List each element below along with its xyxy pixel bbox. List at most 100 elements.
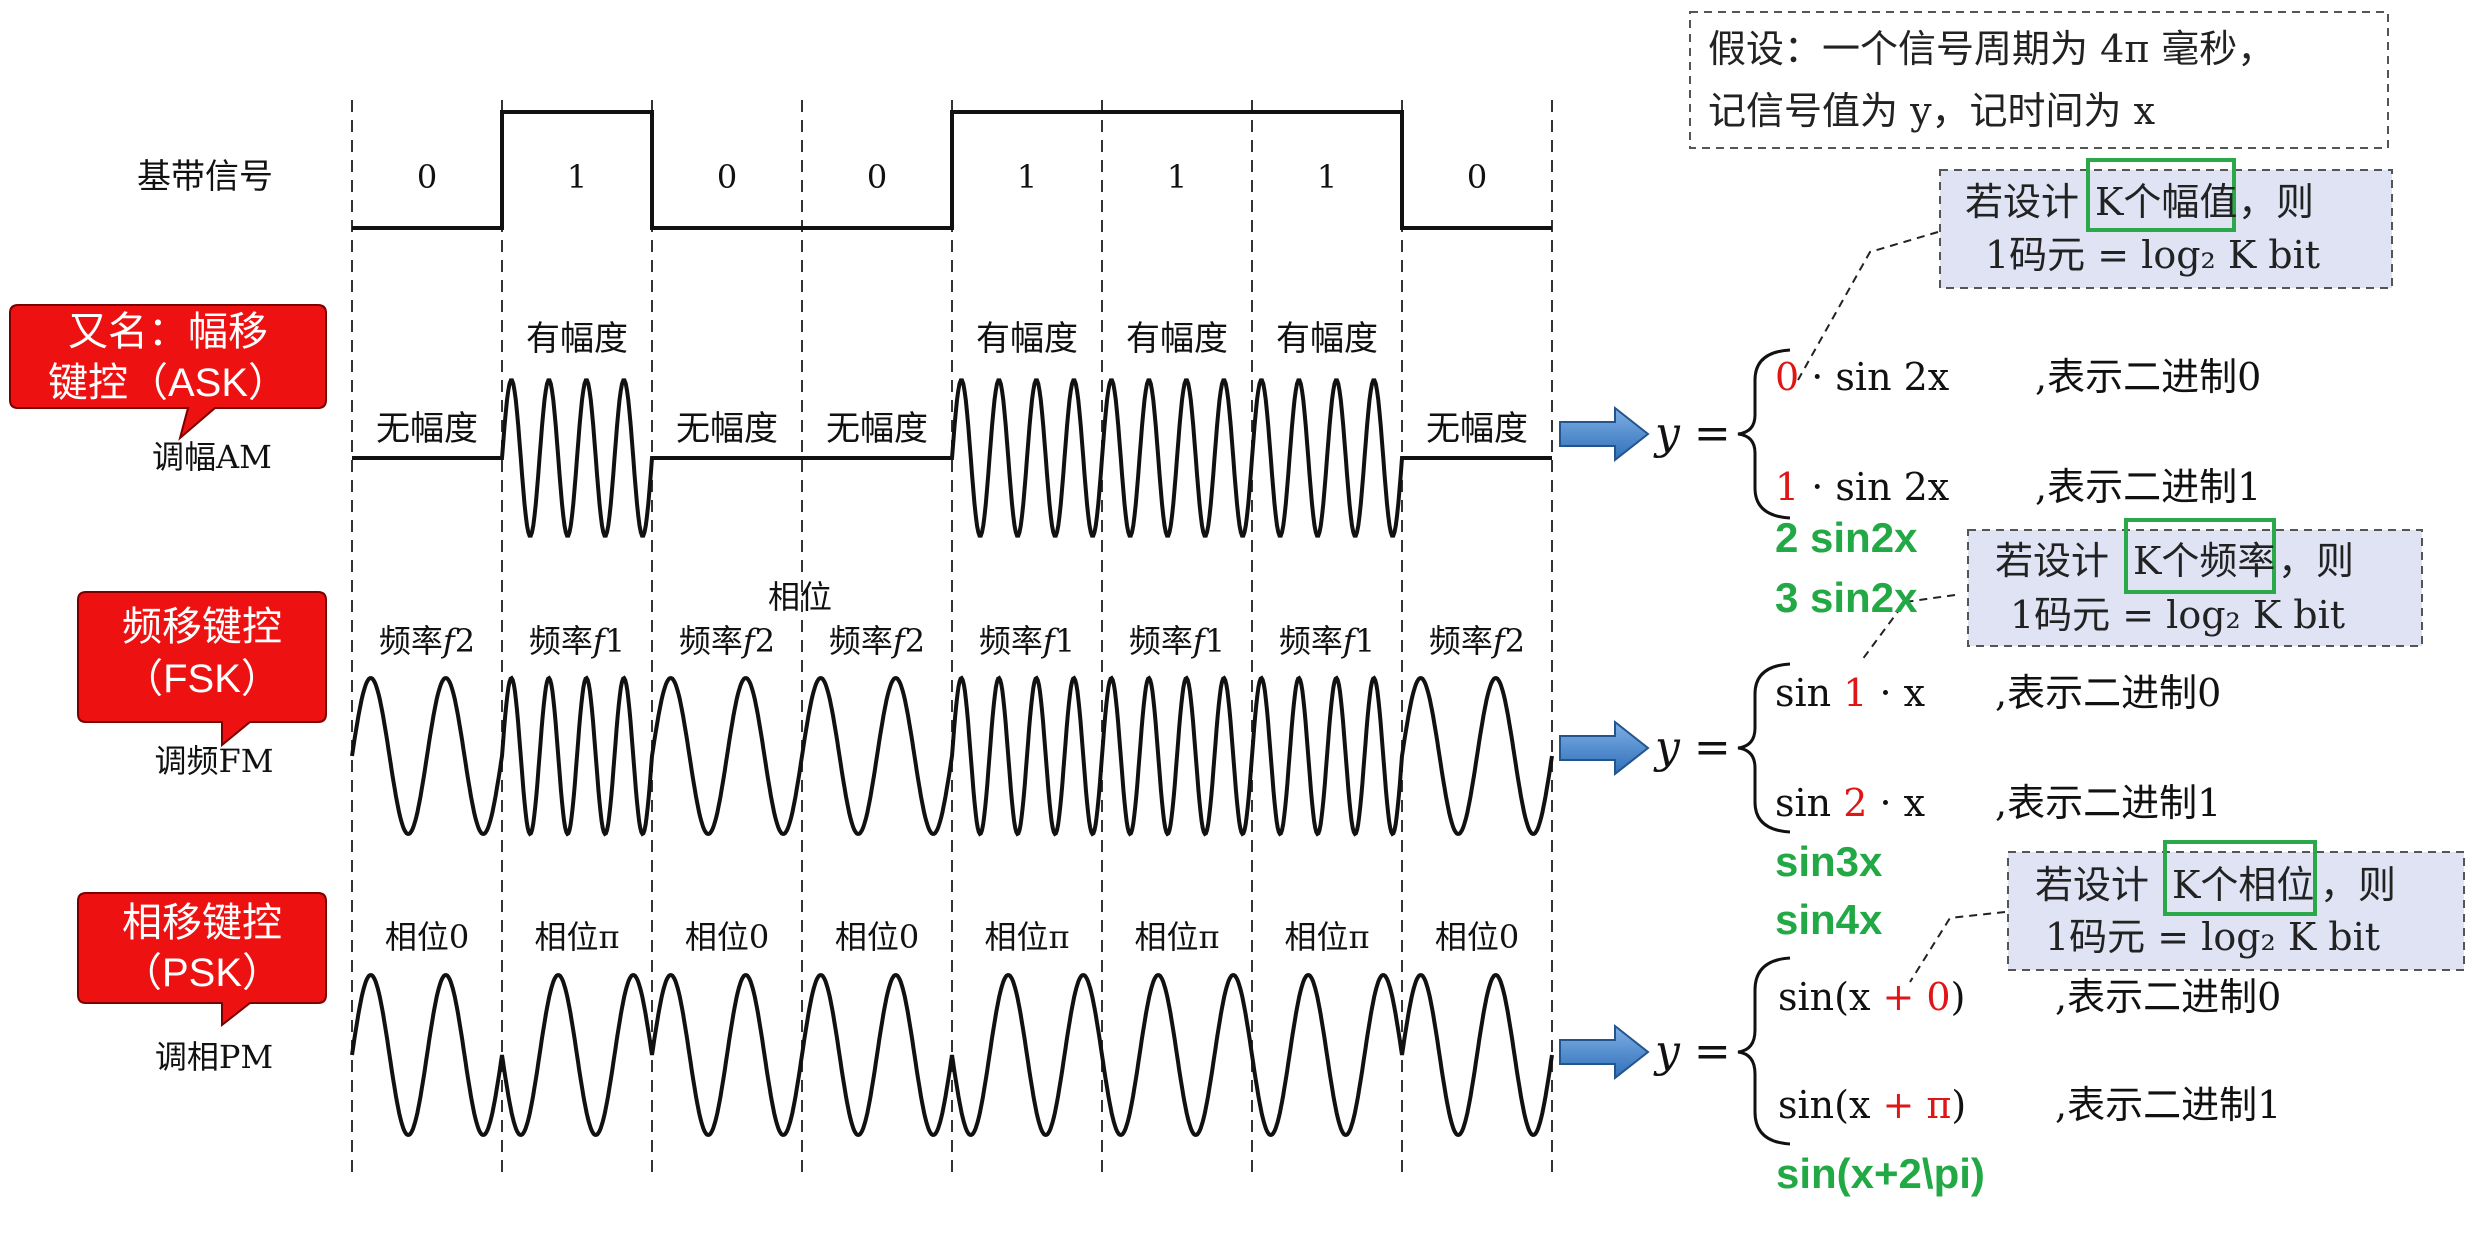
bit-label: 1 bbox=[1167, 158, 1187, 196]
phase-box-key: K个相位 bbox=[2172, 863, 2314, 907]
ask-callout: 又名：幅移 键控（ASK） bbox=[9, 304, 327, 441]
fm-segment-label: 频率f2 bbox=[1429, 622, 1525, 660]
pm-y-label: y = bbox=[1653, 1026, 1731, 1077]
bit-label: 1 bbox=[567, 158, 587, 196]
pm-handwritten-0: sin(x+2\pi) bbox=[1776, 1150, 1985, 1197]
freq-box-key: K个频率 bbox=[2133, 539, 2275, 583]
amp-box-prefix: 若设计 bbox=[1965, 180, 2079, 224]
phase-box-suffix: ，则 bbox=[2320, 863, 2396, 907]
bit-label: 1 bbox=[1017, 158, 1037, 196]
pm-eq-1: sin(x + π) bbox=[1778, 1083, 1966, 1127]
phase-box-pointer bbox=[1909, 911, 2006, 983]
pm-segment-label: 相位0 bbox=[385, 918, 469, 956]
freq-box-prefix: 若设计 bbox=[1995, 539, 2109, 583]
amp-box-key: K个幅值 bbox=[2095, 180, 2237, 224]
bit-label: 1 bbox=[1317, 158, 1337, 196]
pm-segment-label: 相位π bbox=[534, 918, 619, 956]
fm-segment-label: 频率f2 bbox=[829, 622, 925, 660]
frequency-levels-box: 若设计 K个频率 ，则 1码元 = log₂ K bit bbox=[1967, 518, 2423, 647]
pm-waveform bbox=[350, 973, 1554, 1137]
phase-box-formula: 1码元 = log₂ K bit bbox=[2045, 915, 2380, 959]
fm-eq-0-desc: ,表示二进制0 bbox=[1995, 671, 2221, 715]
fm-segment-label: 频率f1 bbox=[979, 622, 1075, 660]
fm-handwritten-1: sin4x bbox=[1775, 896, 1883, 943]
fm-segment-label: 频率f2 bbox=[679, 622, 775, 660]
fm-eq-0: sin 1 · x bbox=[1775, 671, 1925, 715]
assumption-line1: 假设：一个信号周期为 4π 毫秒， bbox=[1708, 27, 2275, 71]
assumption-line2: 记信号值为 y，记时间为 x bbox=[1708, 89, 2155, 133]
fsk-callout: 频移键控 （FSK） bbox=[77, 591, 327, 748]
arrow-am bbox=[1559, 405, 1650, 463]
bit-label: 0 bbox=[717, 158, 737, 196]
pm-segment-label: 相位0 bbox=[835, 918, 919, 956]
fm-extra-label: 相位 bbox=[768, 578, 832, 616]
fm-handwritten-0: sin3x bbox=[1775, 838, 1883, 885]
pm-segment-label: 相位0 bbox=[685, 918, 769, 956]
am-segment-label: 无幅度 bbox=[1426, 409, 1528, 449]
fsk-callout-line2: （FSK） bbox=[123, 657, 281, 701]
pm-brace bbox=[1737, 956, 1791, 1146]
fm-segment-label: 频率f1 bbox=[1129, 622, 1225, 660]
amplitude-levels-box: 若设计 K个幅值 ，则 1码元 = log₂ K bit bbox=[1939, 158, 2393, 289]
pm-label: 调相PM bbox=[155, 1038, 273, 1076]
am-eq-0: 0 · sin 2x bbox=[1775, 355, 1949, 399]
pm-eq-1-desc: ,表示二进制1 bbox=[2055, 1083, 2281, 1127]
am-eq-1-desc: ,表示二进制1 bbox=[2035, 465, 2261, 509]
am-eq-1: 1 · sin 2x bbox=[1775, 465, 1949, 509]
fm-brace bbox=[1737, 662, 1791, 834]
pm-segment-label: 相位0 bbox=[1435, 918, 1519, 956]
fsk-callout-line1: 频移键控 bbox=[122, 605, 282, 649]
am-brace bbox=[1737, 348, 1791, 520]
phase-box-prefix: 若设计 bbox=[2035, 863, 2149, 907]
am-handwritten-0: 2 sin2x bbox=[1775, 514, 1918, 561]
bit-labels: 0 1 0 0 1 1 1 0 bbox=[417, 158, 1487, 196]
assumption-box: 假设：一个信号周期为 4π 毫秒， 记信号值为 y，记时间为 x bbox=[1689, 11, 2389, 149]
fm-segment-label: 频率f1 bbox=[529, 622, 625, 660]
pm-eq-0-desc: ,表示二进制0 bbox=[2055, 975, 2281, 1019]
am-handwritten-1: 3 sin2x bbox=[1775, 574, 1918, 621]
pm-eq-0: sin(x + 0) bbox=[1778, 975, 1965, 1019]
am-segment-label: 有幅度 bbox=[526, 319, 628, 359]
fm-segment-label: 频率f2 bbox=[379, 622, 475, 660]
am-segment-label: 无幅度 bbox=[826, 409, 928, 449]
baseband-label: 基带信号 bbox=[137, 157, 273, 197]
psk-callout: 相移键控 （PSK） bbox=[77, 892, 327, 1028]
amp-box-formula: 1码元 = log₂ K bit bbox=[1985, 233, 2320, 277]
fm-waveform bbox=[350, 675, 1554, 837]
amp-box-pointer bbox=[1797, 231, 1939, 381]
am-y-label: y = bbox=[1653, 408, 1731, 459]
arrow-pm bbox=[1559, 1023, 1650, 1081]
am-label: 调幅AM bbox=[152, 438, 272, 476]
am-segment-label: 无幅度 bbox=[676, 409, 778, 449]
pm-segment-label: 相位π bbox=[1134, 918, 1219, 956]
fm-label: 调频FM bbox=[155, 742, 274, 780]
pm-segment-label: 相位π bbox=[984, 918, 1069, 956]
baseband-waveform bbox=[352, 110, 1552, 230]
freq-box-formula: 1码元 = log₂ K bit bbox=[2010, 593, 2345, 637]
am-segment-label: 有幅度 bbox=[1126, 319, 1228, 359]
ask-callout-line2: 键控（ASK） bbox=[48, 361, 288, 405]
freq-box-pointer bbox=[1861, 594, 1956, 661]
bit-label: 0 bbox=[1467, 158, 1487, 196]
fm-y-label: y = bbox=[1653, 722, 1731, 773]
phase-levels-box: 若设计 K个相位 ，则 1码元 = log₂ K bit bbox=[2007, 840, 2465, 971]
freq-box-suffix: ，则 bbox=[2278, 539, 2354, 583]
amp-box-suffix: ，则 bbox=[2238, 180, 2314, 224]
bit-label: 0 bbox=[867, 158, 887, 196]
am-segment-label: 有幅度 bbox=[1276, 319, 1378, 359]
bit-label: 0 bbox=[417, 158, 437, 196]
fm-segment-labels: 频率f2 频率f1 频率f2 频率f2 频率f1 频率f1 频率f1 频率f2 bbox=[379, 622, 1525, 660]
am-segment-label: 无幅度 bbox=[376, 409, 478, 449]
am-segment-label: 有幅度 bbox=[976, 319, 1078, 359]
ask-callout-line1: 又名：幅移 bbox=[68, 310, 268, 354]
fm-segment-label: 频率f1 bbox=[1279, 622, 1375, 660]
fm-eq-1: sin 2 · x bbox=[1775, 781, 1925, 825]
arrow-fm bbox=[1559, 719, 1650, 777]
pm-segment-label: 相位π bbox=[1284, 918, 1369, 956]
pm-segment-labels: 相位0 相位π 相位0 相位0 相位π 相位π 相位π 相位0 bbox=[385, 918, 1519, 956]
psk-callout-line2: （PSK） bbox=[122, 951, 282, 995]
am-waveform bbox=[352, 378, 1552, 538]
psk-callout-line1: 相移键控 bbox=[122, 901, 282, 945]
